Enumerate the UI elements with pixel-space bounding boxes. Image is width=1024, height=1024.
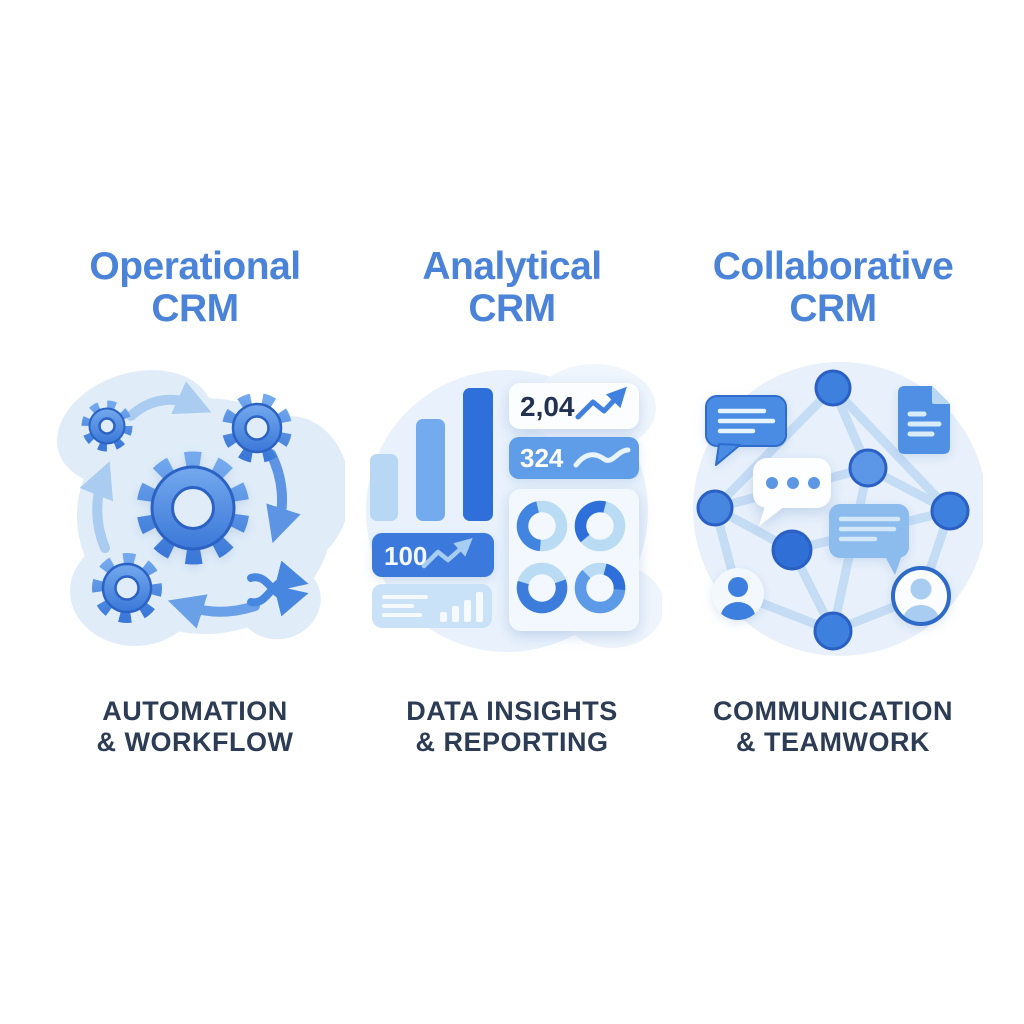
donut-chart-icon xyxy=(516,500,568,552)
operational-crm-title: Operational CRM xyxy=(89,245,301,330)
column-analytical-crm: Analytical CRM xyxy=(342,246,682,758)
report-card xyxy=(372,584,492,628)
charts-dashboard-illustration: 2,04 324 100 xyxy=(366,364,662,652)
caption-line-2: & REPORTING xyxy=(415,727,609,757)
trend-stat-card: 2,04 xyxy=(509,383,639,429)
analytical-crm-title: Analytical CRM xyxy=(422,245,602,330)
network-node-icon xyxy=(814,369,852,407)
caption-line-1: COMMUNICATION xyxy=(713,696,953,726)
caption-line-1: AUTOMATION xyxy=(102,696,288,726)
donut-chart-icon xyxy=(516,562,568,614)
title-line-2: CRM xyxy=(468,287,556,330)
collaborative-crm-caption: COMMUNICATION & TEAMWORK xyxy=(713,696,953,758)
caption-line-1: DATA INSIGHTS xyxy=(406,696,618,726)
user-avatar-ring-icon xyxy=(891,566,951,626)
score-stat-card: 100 xyxy=(372,533,494,577)
cycle-arrow-icon xyxy=(79,381,301,629)
chat-bubble-icon xyxy=(705,395,787,466)
wave-card-value: 324 xyxy=(520,443,564,473)
donut-chart-icon xyxy=(574,562,626,614)
shuffle-icon xyxy=(247,560,309,617)
column-collaborative-crm: Collaborative CRM xyxy=(663,246,1003,758)
network-node-icon xyxy=(930,491,970,531)
gear-icon-bottom-left xyxy=(92,553,162,623)
wave-stat-card: 324 xyxy=(509,437,639,479)
typing-dots xyxy=(766,477,820,489)
donut-chart-icon xyxy=(574,500,626,552)
title-line-2: CRM xyxy=(789,287,877,330)
title-line-1: Analytical xyxy=(422,245,602,288)
text-lines xyxy=(382,595,428,617)
text-lines xyxy=(717,408,776,434)
gear-icon-small xyxy=(81,400,133,452)
title-line-1: Operational xyxy=(89,245,301,288)
donut-charts-card xyxy=(509,489,639,631)
caption-line-2: & WORKFLOW xyxy=(96,727,294,757)
column-operational-crm: Operational CRM xyxy=(25,246,365,758)
trend-card-value: 2,04 xyxy=(520,391,575,422)
document-icon xyxy=(898,386,950,454)
collaborative-crm-title: Collaborative CRM xyxy=(713,246,954,330)
score-card-value: 100 xyxy=(384,541,427,571)
network-nodes xyxy=(696,369,970,651)
user-avatar-icon xyxy=(712,568,764,620)
network-teamwork-illustration xyxy=(693,362,983,656)
bar-chart-icon xyxy=(370,388,493,521)
text-lines xyxy=(907,411,942,437)
caption-line-2: & TEAMWORK xyxy=(736,727,930,757)
wave-line-icon xyxy=(573,447,631,468)
score-trend-arrow-icon xyxy=(421,538,473,569)
network-node-icon xyxy=(813,611,853,651)
typing-bubble-icon xyxy=(753,458,831,526)
operational-crm-caption: AUTOMATION & WORKFLOW xyxy=(97,696,294,758)
chat-bubble-light-icon xyxy=(829,504,909,575)
network-node-icon xyxy=(848,448,888,488)
title-line-2: CRM xyxy=(151,287,239,330)
trend-arrow-icon xyxy=(575,386,627,420)
gears-workflow-illustration xyxy=(57,370,345,646)
gear-icon-top-right xyxy=(222,393,292,463)
network-node-icon xyxy=(696,489,734,527)
text-lines xyxy=(838,516,901,542)
title-line-1: Collaborative xyxy=(712,245,954,288)
mini-bar-chart-icon xyxy=(440,592,483,622)
network-node-icon xyxy=(771,529,813,571)
analytical-crm-caption: DATA INSIGHTS & REPORTING xyxy=(406,696,618,758)
